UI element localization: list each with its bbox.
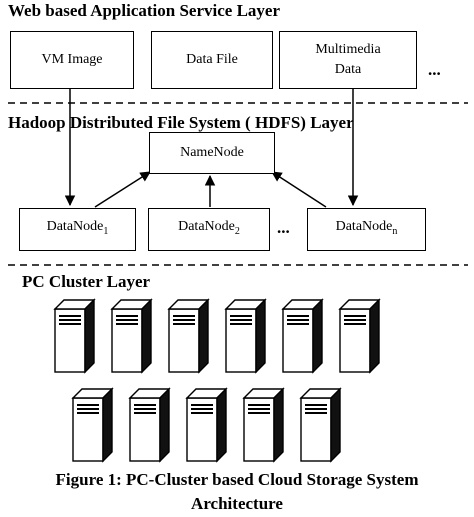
server-group [53,298,381,463]
application-ellipsis: ... [428,60,441,79]
multimedia-data-box: Multimedia Data [279,31,417,89]
datanode-n-subscript: n [392,225,398,237]
multimedia-label-line1: Multimedia [315,42,381,57]
server-tower-icon [224,298,267,374]
datanode-2-subscript: 2 [234,225,240,237]
hdfs-layer-title: Hadoop Distributed File System ( HDFS) L… [8,113,354,132]
vm-image-label: VM Image [41,52,103,67]
server-tower-icon [53,298,96,374]
server-tower-icon [242,387,285,463]
server-tower-icon [299,387,342,463]
datanode-n-label: DataNoden [335,219,398,237]
server-tower-icon [281,298,324,374]
multimedia-label-line2: Data [334,62,362,77]
namenode-box: NameNode [149,132,275,174]
data-file-box: Data File [151,31,273,89]
vm-image-box: VM Image [10,31,134,89]
datanode-2-label: DataNode2 [178,219,240,237]
server-tower-icon [185,387,228,463]
datanode-2-box: DataNode2 [148,208,270,251]
data-file-label: Data File [186,52,238,67]
datanode-1-box: DataNode1 [19,208,136,251]
server-tower-icon [338,298,381,374]
hdfs-ellipsis: ... [277,218,290,237]
pc-cluster-layer-title: PC Cluster Layer [22,272,151,291]
arrow-datanoden-to-namenode [271,171,327,208]
figure-caption-line1: Figure 1: PC-Cluster based Cloud Storage… [55,470,419,489]
namenode-label: NameNode [180,145,244,160]
datanode-1-subscript: 1 [103,225,109,237]
server-tower-icon [167,298,210,374]
figure-caption-line2: Architecture [191,494,283,513]
datanode-1-label: DataNode1 [46,219,109,237]
application-layer-title: Web based Application Service Layer [8,1,280,20]
server-tower-icon [71,387,114,463]
datanode-n-box: DataNoden [307,208,426,251]
server-tower-icon [128,387,171,463]
arrow-datanode1-to-namenode [94,171,151,208]
server-tower-icon [110,298,153,374]
